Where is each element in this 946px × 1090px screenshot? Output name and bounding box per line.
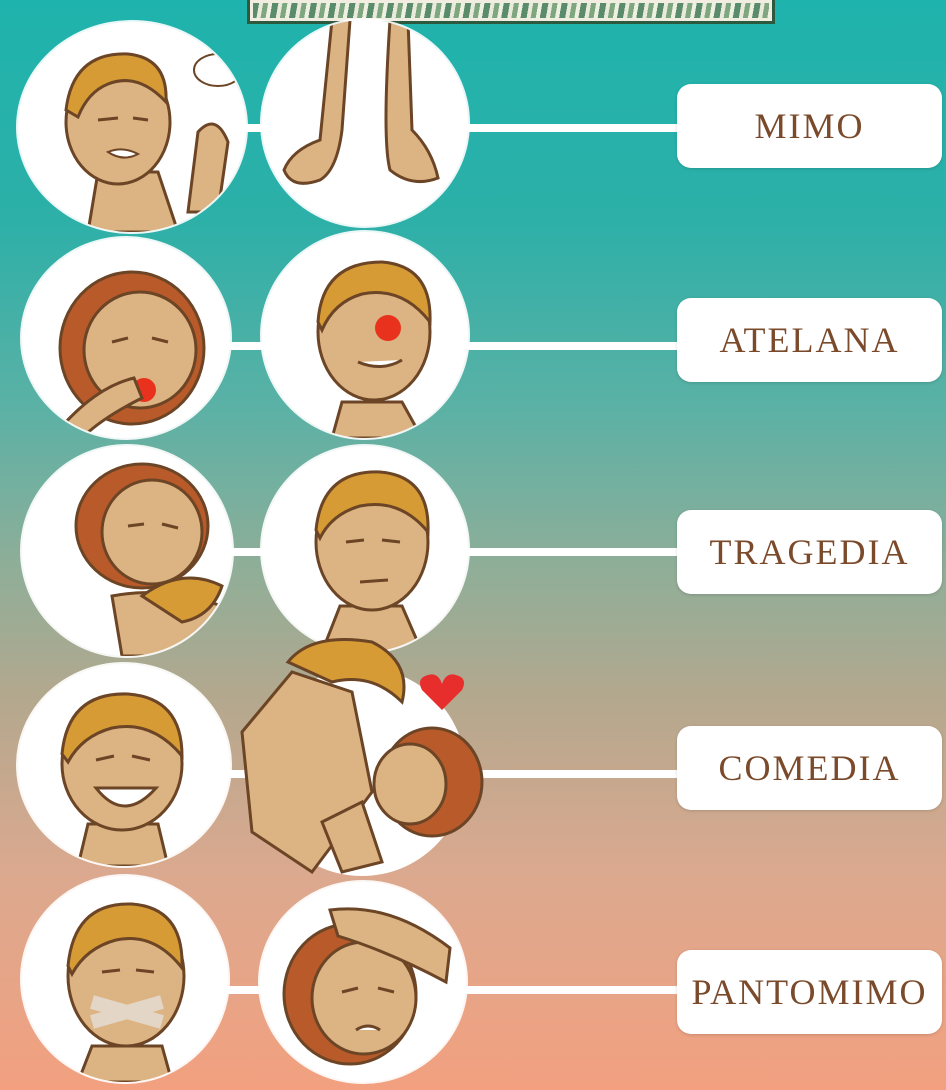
label-text: ATELANA — [720, 319, 900, 361]
label-text: COMEDIA — [719, 747, 901, 789]
bare-feet-icon — [262, 20, 468, 226]
blond-man-speaking-icon — [18, 22, 246, 232]
label-atelana: ATELANA — [677, 298, 942, 382]
redhead-woman-crying-icon — [22, 446, 232, 656]
label-tragedia: TRAGEDIA — [677, 510, 942, 594]
label-text: TRAGEDIA — [710, 531, 910, 573]
label-comedia: COMEDIA — [677, 726, 942, 810]
couple-kissing-icon — [232, 632, 502, 882]
redhead-woman-clown-nose-icon — [22, 238, 230, 438]
blond-man-taped-mouth-icon — [22, 876, 228, 1082]
label-text: PANTOMIMO — [691, 971, 927, 1013]
heart-icon — [418, 672, 466, 712]
blond-man-solemn-icon — [262, 446, 468, 652]
blond-man-laughing-icon — [18, 664, 230, 866]
banner-pattern — [253, 3, 769, 18]
label-pantomimo: PANTOMIMO — [677, 950, 942, 1034]
top-banner — [247, 0, 775, 24]
redhead-woman-distressed-icon — [260, 882, 466, 1082]
label-mimo: MIMO — [677, 84, 942, 168]
label-text: MIMO — [754, 105, 864, 147]
blond-man-clown-nose-icon — [262, 232, 468, 438]
